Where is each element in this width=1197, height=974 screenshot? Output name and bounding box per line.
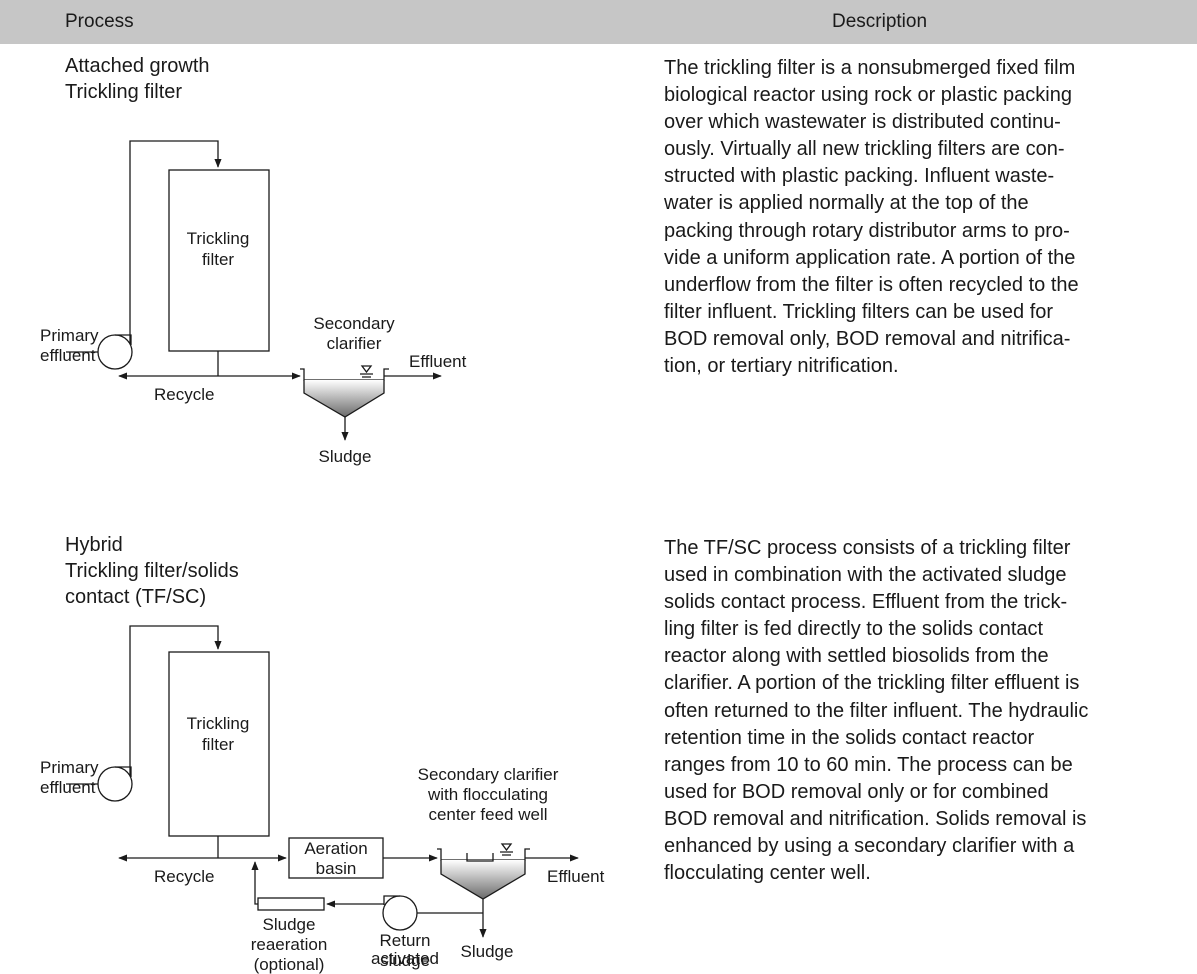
clarifier-label-line3: center feed well (428, 805, 547, 824)
ras-label-line3: sludge (379, 951, 431, 970)
primary-pump-icon (97, 334, 133, 370)
effluent-label: Effluent (547, 867, 605, 886)
reaeration-label-line1: Sludge (263, 915, 316, 934)
row2-category: Hybrid (65, 534, 123, 556)
recycle-label: Recycle (154, 385, 214, 404)
primary-label-line2: effluent (40, 346, 96, 365)
trickling-filter-box (168, 651, 270, 837)
trickling-filter-diagram (66, 140, 442, 441)
process-column-header: Process (65, 11, 134, 32)
center-feed-well (466, 853, 494, 862)
ras-label-line2: activated (371, 949, 439, 968)
tfsc-diagram (66, 625, 579, 938)
row1-category: Attached growth (65, 55, 210, 77)
primary-pump-icon (97, 766, 133, 802)
row2-process-name-line2: contact (TF/SC) (65, 586, 207, 608)
filter-label-line2: filter (202, 250, 234, 269)
recycle-return-line (129, 625, 222, 776)
primary-label-line1: Primary (40, 326, 99, 345)
pump-outlet (115, 334, 132, 345)
pump-outlet (115, 766, 132, 777)
ras-pump-outlet (383, 895, 400, 905)
sludge-label: Sludge (319, 447, 372, 466)
sludge-reaeration-tank (257, 897, 325, 911)
recycle-return-line (129, 140, 222, 344)
ras-label-line1: Return (379, 931, 430, 950)
filter-label-line1: Trickling (187, 229, 250, 248)
clarifier-rim (300, 368, 389, 381)
filter-label-line1: Trickling (187, 714, 250, 733)
row1-process-name: Trickling filter (65, 81, 183, 103)
reaeration-return-arrow (251, 861, 259, 905)
trickling-filter-diagram-labels: Trickling filter Primary effluent Recycl… (40, 229, 467, 466)
aeration-label-line2: basin (316, 859, 357, 878)
tfsc-diagram-labels: Trickling filter Primary effluent Recycl… (40, 714, 605, 974)
row1-description: The trickling filter is a nonsubmerged f… (664, 57, 1079, 378)
water-level-icon (500, 843, 513, 852)
reaeration-label-line2: reaeration (251, 935, 328, 954)
filter-label-line2: filter (202, 735, 234, 754)
clarifier-label-line1: Secondary (313, 314, 395, 333)
sludge-label: Sludge (461, 942, 514, 961)
clarifier-label-line2: clarifier (327, 334, 382, 353)
primary-label-line2: effluent (40, 778, 96, 797)
table-header: Process Description (0, 0, 1197, 44)
recycle-label: Recycle (154, 867, 214, 886)
ras-pump-icon (382, 895, 418, 931)
aeration-label-line1: Aeration (304, 839, 367, 858)
primary-label-line1: Primary (40, 758, 99, 777)
row2-process-name-line1: Trickling filter/solids (65, 560, 239, 582)
secondary-clarifier-tank (440, 860, 526, 900)
clarifier-rim (437, 848, 530, 861)
effluent-label: Effluent (409, 352, 467, 371)
water-level-icon (360, 365, 373, 374)
description-column-header: Description (832, 11, 928, 32)
secondary-clarifier-tank (303, 380, 385, 418)
reaeration-label-line3: (optional) (254, 955, 325, 974)
clarifier-label-line2: with flocculating (427, 785, 548, 804)
water-level-lines (360, 373, 373, 378)
trickling-filter-box (168, 169, 270, 352)
water-level-lines (500, 851, 513, 856)
row2-description: The TF/SC process consists of a tricklin… (664, 537, 1089, 885)
clarifier-label-line1: Secondary clarifier (418, 765, 559, 784)
